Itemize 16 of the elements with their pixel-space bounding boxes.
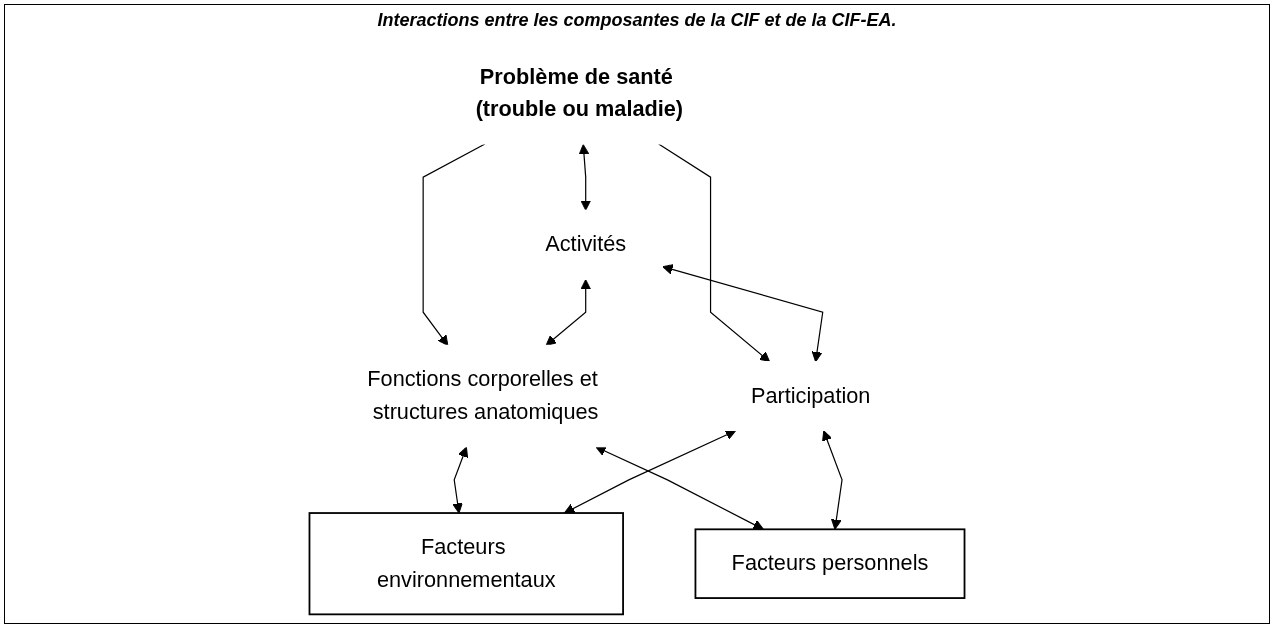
arrow [422,143,486,346]
arrow [595,446,764,530]
node-text: Participation [750,383,871,408]
node-text: Activités [545,232,627,257]
node-box: Facteurs environnementaux [308,512,624,616]
node-box: Facteurs personnels [694,528,966,599]
arrow [578,143,591,211]
caption: Interactions entre les composantes de la CIF et de la CIF-EA. [377,10,897,31]
arrow [452,446,469,514]
arrow [822,430,843,530]
arrow [662,264,824,363]
arrow [564,429,737,514]
arrow [545,279,591,346]
node-text: Problème de santé (trouble ou maladie) [475,64,684,122]
node-text: Fonctions corporelles et structures anatomiques [367,367,599,424]
arrow [658,143,771,363]
